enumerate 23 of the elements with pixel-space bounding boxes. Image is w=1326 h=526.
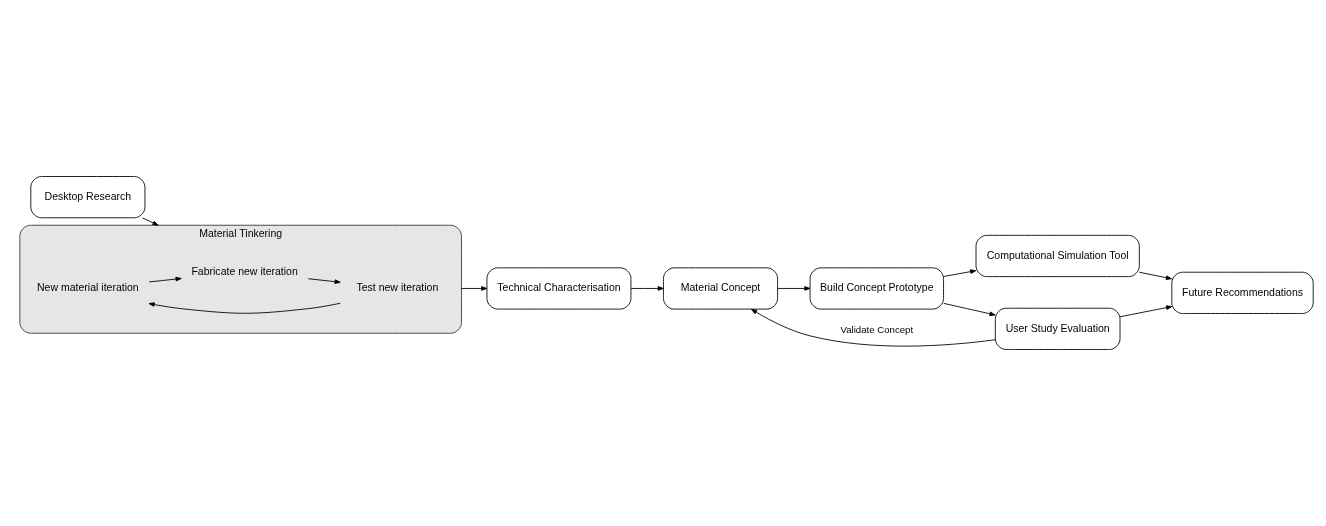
- arrow: [307, 278, 341, 284]
- node-text: Test new iteration: [356, 281, 439, 294]
- node-box: Computational Simulation Tool: [975, 234, 1140, 278]
- arrow: [751, 308, 996, 347]
- node-box: Future Recommendations: [1171, 271, 1314, 314]
- arrow: [630, 286, 664, 291]
- node-box: Technical Characterisation: [486, 267, 632, 310]
- edge-label: Validate Concept: [840, 324, 914, 336]
- node-box: Material Concept: [663, 267, 779, 310]
- node-box: Build Concept Prototype: [809, 267, 944, 310]
- arrow: [943, 269, 977, 277]
- node-box: Desktop Research: [30, 176, 146, 219]
- arrow: [148, 276, 182, 283]
- arrow: [148, 302, 341, 314]
- arrow: [1138, 271, 1172, 280]
- node-box: User Study Evaluation: [994, 307, 1121, 350]
- arrow: [1119, 305, 1173, 318]
- arrow: [777, 286, 811, 291]
- arrow: [461, 286, 488, 291]
- arrow: [943, 302, 996, 317]
- arrow: [141, 217, 159, 226]
- node-text: New material iteration: [37, 281, 139, 294]
- node-text: Fabricate new iteration: [191, 264, 298, 277]
